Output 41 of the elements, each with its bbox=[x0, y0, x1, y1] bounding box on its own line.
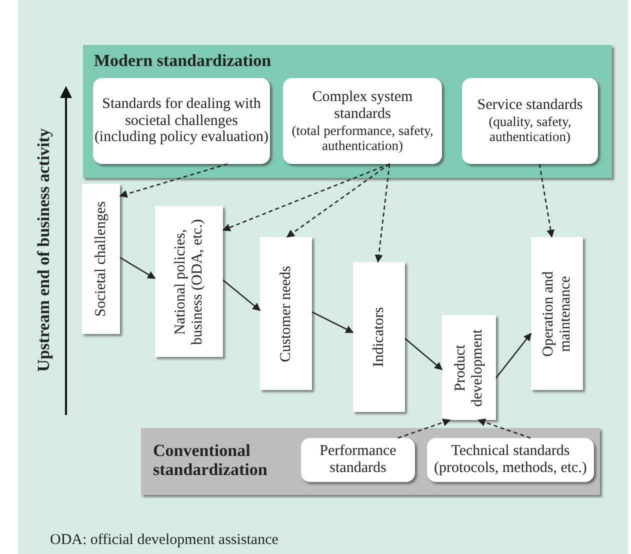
box-label: Technical standards (protocols, methods, etc.) bbox=[433, 443, 588, 477]
box-label: Societal challenges bbox=[92, 200, 110, 319]
arrow bbox=[286, 163, 390, 238]
box-label: Standards for dealing with societal challenges (including policy evaluation) bbox=[93, 96, 270, 146]
axis-label: Upstream end of business activity bbox=[34, 128, 54, 372]
box-label: Operation and maintenance bbox=[540, 270, 574, 358]
process-box bbox=[82, 184, 120, 334]
box-label: Product development bbox=[452, 328, 486, 408]
box-label: Indicators bbox=[370, 306, 388, 369]
process-box bbox=[442, 315, 496, 420]
arrow bbox=[398, 418, 451, 439]
arrow bbox=[312, 311, 354, 334]
process-box bbox=[155, 206, 223, 357]
arrow bbox=[120, 256, 156, 280]
box-detail: (total performance, safety, authentication) bbox=[290, 122, 434, 154]
standard-box bbox=[93, 78, 270, 164]
arrow bbox=[119, 163, 228, 198]
process-box bbox=[353, 262, 405, 412]
standard-box bbox=[283, 78, 442, 164]
box-detail: (quality, safety, authentication) bbox=[488, 114, 572, 145]
group-heading: Modern standardization bbox=[94, 52, 272, 71]
arrow bbox=[374, 164, 390, 263]
arrow bbox=[495, 332, 532, 378]
standard-box bbox=[462, 78, 598, 164]
arrow bbox=[222, 163, 390, 232]
arrow bbox=[222, 279, 261, 311]
arrow bbox=[404, 338, 443, 370]
process-box bbox=[260, 237, 312, 390]
group-heading: Conventional standardization bbox=[153, 442, 268, 480]
box-label: National policies, business (ODA, etc.) bbox=[172, 218, 206, 347]
standard-box bbox=[427, 438, 594, 482]
group-panel bbox=[141, 428, 600, 495]
box-label: Customer needs bbox=[278, 264, 294, 364]
box-label: Complex system standards bbox=[311, 88, 414, 123]
box-label: Service standards bbox=[477, 97, 583, 114]
process-box bbox=[531, 237, 583, 390]
arrow bbox=[477, 418, 531, 439]
caption: ODA: official development assistance bbox=[50, 532, 278, 549]
group-panel bbox=[83, 45, 612, 178]
standard-box bbox=[301, 438, 415, 482]
box-label: Performance standards bbox=[318, 443, 398, 477]
